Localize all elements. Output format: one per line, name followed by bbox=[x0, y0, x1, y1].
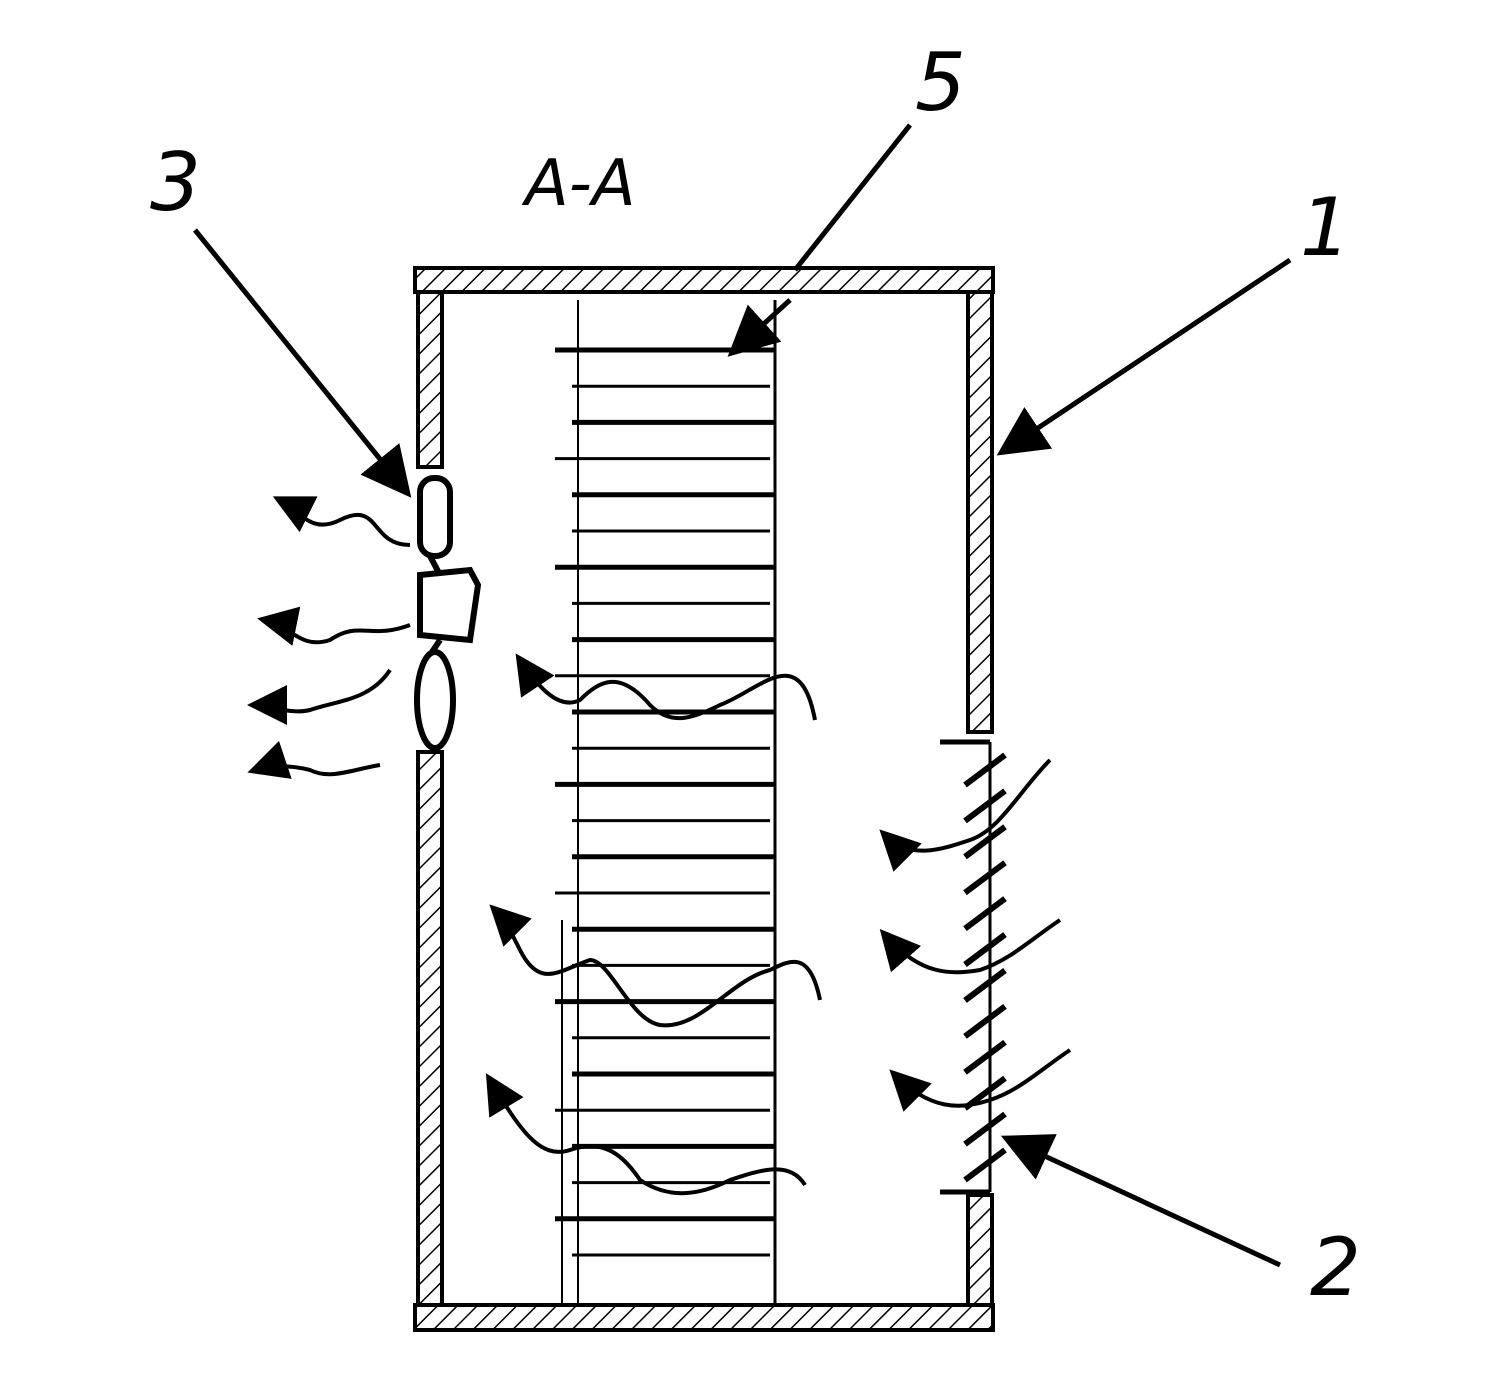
housing bbox=[413, 266, 995, 1332]
right-wall-upper bbox=[966, 290, 994, 734]
louvers bbox=[963, 752, 1007, 1183]
airflow-arrows bbox=[247, 496, 1072, 1196]
intake-arrow-3 bbox=[889, 1048, 1072, 1112]
louver-slat bbox=[963, 752, 1007, 788]
intake-arrow-2 bbox=[879, 918, 1062, 975]
exhaust-arrow-4 bbox=[247, 740, 381, 779]
louver-slat bbox=[963, 1003, 1007, 1039]
leader-5 bbox=[793, 123, 912, 272]
exhaust-arrow-2 bbox=[257, 606, 411, 646]
leader-2 bbox=[1000, 1134, 1282, 1268]
top-wall bbox=[413, 266, 995, 294]
louver-slat bbox=[963, 788, 1007, 824]
exhaust-arrow-3 bbox=[247, 668, 392, 726]
left-wall-lower bbox=[416, 750, 444, 1307]
louver-slat bbox=[963, 1111, 1007, 1147]
internal-arrow-3 bbox=[485, 1073, 807, 1196]
exhaust-arrow-1 bbox=[272, 496, 411, 547]
internal-arrow-1 bbox=[515, 653, 817, 721]
numeral-2: 2 bbox=[1310, 1221, 1361, 1314]
bottom-wall bbox=[413, 1303, 995, 1332]
louver-slat bbox=[963, 896, 1007, 932]
right-wall-lower bbox=[966, 1193, 994, 1307]
numeral-1: 1 bbox=[1300, 181, 1351, 274]
louver-slat bbox=[963, 932, 1007, 967]
leader-1 bbox=[996, 257, 1292, 456]
stack bbox=[555, 300, 777, 1305]
leader-5-inner bbox=[727, 298, 792, 357]
section-label: A-A bbox=[521, 147, 636, 221]
louver-slat bbox=[963, 968, 1007, 1003]
leader-lines bbox=[193, 123, 1292, 1268]
intake-arrow-1 bbox=[879, 758, 1052, 872]
internal-arrow-2 bbox=[489, 904, 822, 1028]
leader-3 bbox=[193, 228, 412, 498]
louver-slat bbox=[963, 1039, 1007, 1075]
louver-slat bbox=[963, 1147, 1007, 1183]
louver-slat bbox=[963, 860, 1007, 896]
numeral-3: 3 bbox=[150, 136, 201, 229]
fan-icon bbox=[414, 475, 482, 751]
louver-slat bbox=[963, 824, 1007, 860]
left-wall-upper bbox=[416, 290, 444, 469]
numeral-5: 5 bbox=[915, 36, 966, 129]
